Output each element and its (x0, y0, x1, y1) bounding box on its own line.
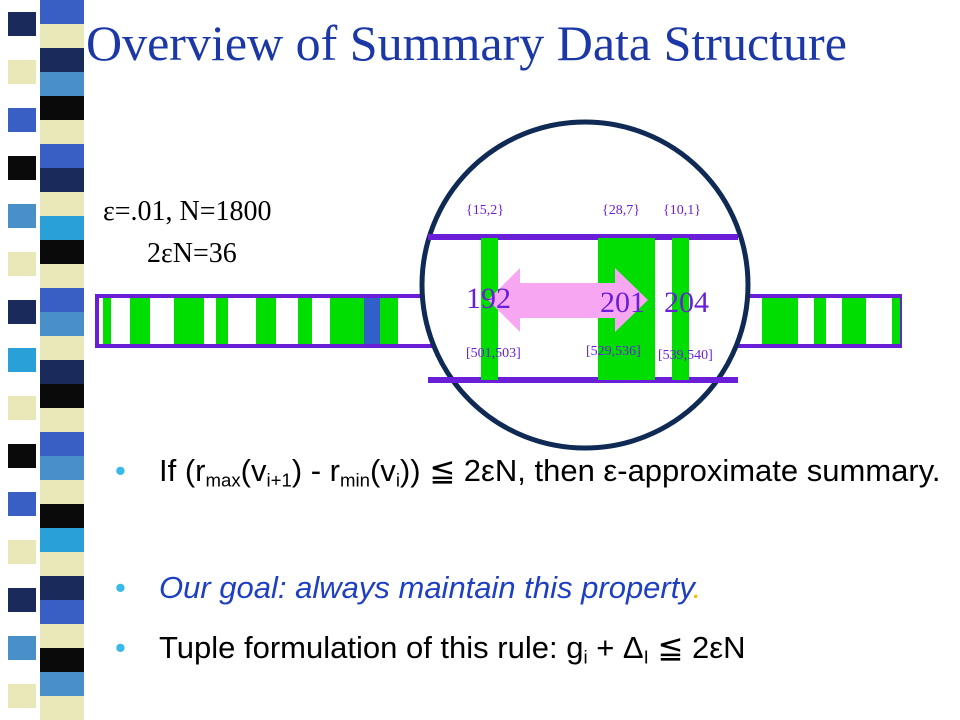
bullet-text: Our goal: always maintain this property. (159, 570, 702, 605)
bullet-text: Tuple formulation of this rule: gi + ΔI … (159, 630, 746, 668)
bar-192 (481, 238, 498, 380)
range-label-3: [539,540] (658, 348, 713, 363)
bullet-dot: • (115, 570, 126, 605)
slide-title: Overview of Summary Data Structure (86, 15, 847, 71)
bullet-dot: • (115, 453, 126, 488)
bullet-dot: • (115, 630, 126, 665)
bar-204 (672, 238, 689, 380)
value-201: 201 (600, 286, 645, 319)
range-double-arrow (488, 268, 648, 332)
range-label-2: [529,536] (586, 344, 641, 359)
value-192: 192 (466, 282, 511, 315)
tuple-label-1: {15,2} (466, 203, 504, 218)
zoom-top-line (428, 234, 738, 240)
two-epsilon-n: 2εN=36 (147, 238, 237, 269)
tuple-label-3: {10,1} (663, 203, 701, 218)
range-label-1: [501,503] (466, 346, 521, 361)
tuple-label-2: {28,7} (602, 203, 640, 218)
bullet-text: If (rmax(vi+1) - rmin(vi)) ≦ 2εN, then ε… (159, 453, 941, 491)
decorative-color-strip (0, 0, 90, 720)
zoom-bottom-line (428, 377, 738, 383)
value-204: 204 (664, 286, 709, 319)
epsilon-n-params: ε=.01, N=1800 (103, 196, 272, 227)
